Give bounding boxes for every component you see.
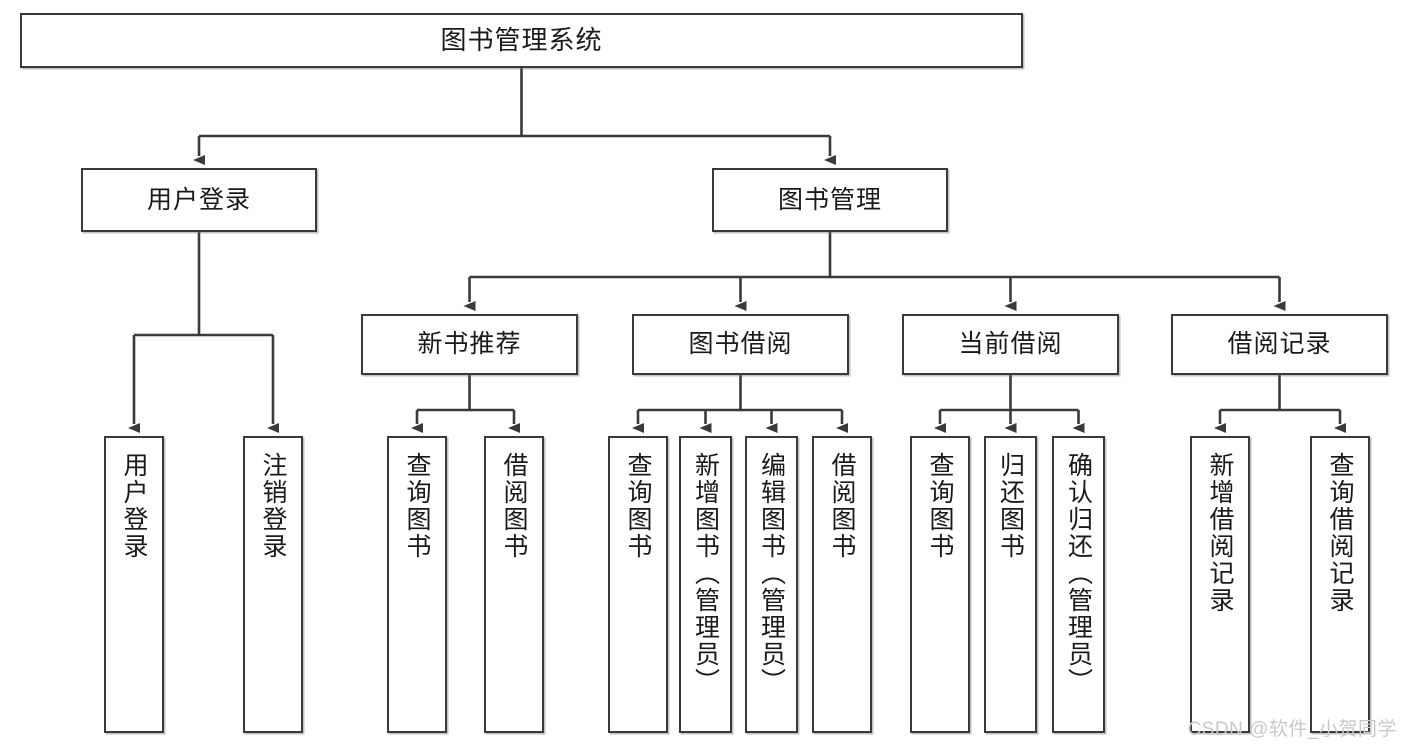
node-label: 注销登录 — [259, 452, 287, 560]
node-label: 当前借阅 — [958, 330, 1063, 359]
node-root[interactable]: 图书管理系统 — [20, 13, 1023, 68]
node-label: 查询图书 — [926, 452, 954, 560]
node-new_book_rec[interactable]: 新书推荐 — [361, 314, 578, 375]
node-borrow_record[interactable]: 借阅记录 — [1171, 314, 1388, 375]
node-label: 新书推荐 — [417, 330, 522, 359]
watermark-label: CSDN @软件_小贺同学 — [1187, 719, 1397, 740]
node-book_manage[interactable]: 图书管理 — [712, 168, 948, 232]
node-label: 用户登录 — [120, 452, 148, 560]
node-label: 归还图书 — [996, 452, 1025, 560]
node-leaf_add_book[interactable]: 新增图书（管理员） — [679, 436, 732, 733]
node-label: 确认归还（管理员） — [1064, 452, 1093, 695]
node-label: 编辑图书（管理员） — [757, 452, 786, 695]
node-label: 查询图书 — [624, 452, 652, 560]
node-leaf_user_login[interactable]: 用户登录 — [104, 436, 164, 733]
node-leaf_query_book_2[interactable]: 查询图书 — [608, 436, 668, 733]
node-label: 图书管理系统 — [440, 24, 603, 55]
node-leaf_query_record[interactable]: 查询借阅记录 — [1310, 436, 1370, 733]
node-leaf_edit_book[interactable]: 编辑图书（管理员） — [745, 436, 798, 733]
node-label: 查询图书 — [403, 452, 431, 560]
node-label: 用户登录 — [146, 185, 251, 214]
node-leaf_return_book[interactable]: 归还图书 — [984, 436, 1037, 733]
node-label: 新增借阅记录 — [1206, 452, 1234, 614]
node-leaf_query_book_1[interactable]: 查询图书 — [387, 436, 447, 733]
node-label: 借阅图书 — [828, 452, 856, 560]
node-leaf_borrow_book_2[interactable]: 借阅图书 — [812, 436, 872, 733]
node-label: 借阅图书 — [500, 452, 528, 560]
node-leaf_confirm_return[interactable]: 确认归还（管理员） — [1052, 436, 1105, 733]
node-current_borrow[interactable]: 当前借阅 — [902, 314, 1119, 375]
node-label: 新增图书（管理员） — [691, 452, 720, 695]
node-label: 查询借阅记录 — [1326, 452, 1354, 614]
node-book_borrow[interactable]: 图书借阅 — [632, 314, 849, 375]
node-leaf_query_book_3[interactable]: 查询图书 — [910, 436, 970, 733]
node-label: 图书借阅 — [688, 330, 793, 359]
node-label: 借阅记录 — [1227, 330, 1332, 359]
node-user_login[interactable]: 用户登录 — [81, 168, 317, 232]
node-leaf_add_record[interactable]: 新增借阅记录 — [1190, 436, 1250, 733]
node-label: 图书管理 — [777, 185, 882, 214]
node-leaf_logout[interactable]: 注销登录 — [243, 436, 303, 733]
node-leaf_borrow_book_1[interactable]: 借阅图书 — [484, 436, 544, 733]
